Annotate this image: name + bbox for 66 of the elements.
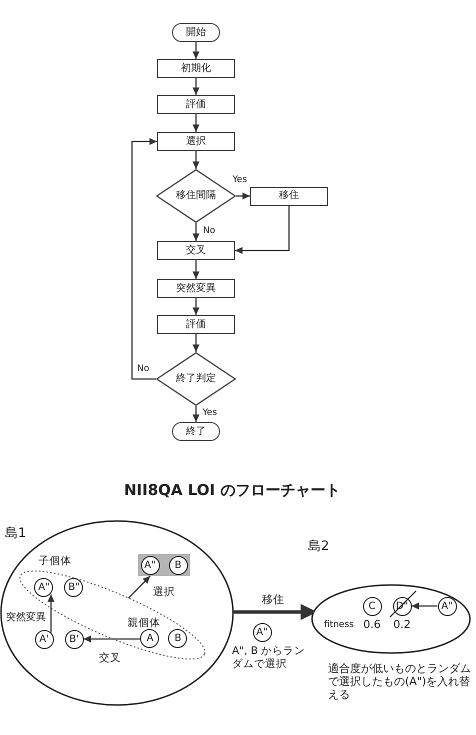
step-label: 交叉 bbox=[186, 244, 206, 256]
arrow bbox=[192, 223, 200, 241]
terminal-label: 開始 bbox=[186, 26, 206, 38]
row-label: fitness bbox=[324, 620, 354, 630]
individual-token: A' bbox=[34, 630, 54, 648]
individual-token: B bbox=[168, 629, 188, 648]
decision-label: 移住間隔 bbox=[176, 190, 216, 202]
process-box bbox=[157, 315, 235, 334]
edge-label: Yes bbox=[232, 174, 248, 186]
arrow bbox=[192, 260, 200, 279]
arrow bbox=[192, 151, 200, 169]
individual-token: C bbox=[362, 596, 382, 616]
arrow bbox=[192, 42, 200, 59]
arrow bbox=[192, 298, 200, 315]
note-text: 適合度が低いものとランダムで選択したもの(A")を入れ替える bbox=[328, 662, 472, 701]
process-box bbox=[157, 59, 235, 78]
edge-label: 選択 bbox=[152, 586, 176, 598]
individual-token: A" bbox=[34, 578, 54, 598]
decision-label: 終了判定 bbox=[176, 373, 216, 385]
step-label: 選択 bbox=[186, 136, 206, 148]
step-label: 突然変異 bbox=[176, 282, 216, 294]
individual-token: B" bbox=[64, 578, 84, 598]
individual-token: B bbox=[168, 556, 188, 574]
island-label: 島2 bbox=[308, 539, 330, 554]
arrow bbox=[192, 78, 200, 95]
step-label: 評価 bbox=[186, 318, 206, 330]
arrow bbox=[412, 602, 438, 610]
process-box bbox=[157, 132, 235, 151]
arrow bbox=[48, 594, 54, 633]
individual-token: A" bbox=[438, 596, 456, 616]
arrow bbox=[84, 636, 140, 642]
fitness-value: 0.2 bbox=[392, 618, 412, 631]
individual-token: A" bbox=[140, 556, 160, 574]
individual-token: A bbox=[140, 629, 160, 648]
process-box bbox=[250, 186, 328, 206]
process-box bbox=[157, 95, 235, 114]
individual-token: B' bbox=[64, 630, 84, 648]
edge-label: 突然変異 bbox=[5, 610, 47, 624]
step-label: 初期化 bbox=[181, 62, 211, 74]
arrow bbox=[192, 114, 200, 132]
terminal-box bbox=[172, 422, 220, 441]
edge-label: No bbox=[202, 226, 216, 236]
group-label: 親個体 bbox=[128, 616, 160, 630]
arrow bbox=[235, 206, 290, 254]
arrow bbox=[236, 192, 250, 200]
edge-label: 移住 bbox=[261, 593, 285, 607]
selected-panel bbox=[138, 554, 190, 576]
island-label: 島1 bbox=[5, 526, 26, 541]
step-label: 移住 bbox=[279, 190, 299, 202]
arrow bbox=[192, 406, 200, 422]
terminal-label: 終了 bbox=[186, 426, 206, 438]
arrow bbox=[131, 138, 157, 380]
figure-caption: NII8QA LOI のフローチャート bbox=[124, 480, 340, 500]
fitness-value: 0.6 bbox=[362, 618, 382, 631]
step-label: 評価 bbox=[186, 98, 206, 110]
terminal-box bbox=[172, 23, 220, 42]
individual-token: A" bbox=[252, 622, 272, 642]
arrow bbox=[192, 334, 200, 352]
group-label: 子個体 bbox=[38, 554, 72, 568]
note-text: A", B からランダムで選択 bbox=[232, 645, 306, 671]
process-box bbox=[157, 241, 235, 260]
edge-label: 交叉 bbox=[98, 652, 122, 664]
arrow bbox=[128, 576, 151, 599]
process-box bbox=[157, 279, 235, 298]
edge-label: Yes bbox=[202, 408, 218, 418]
edge-label: No bbox=[136, 364, 150, 374]
